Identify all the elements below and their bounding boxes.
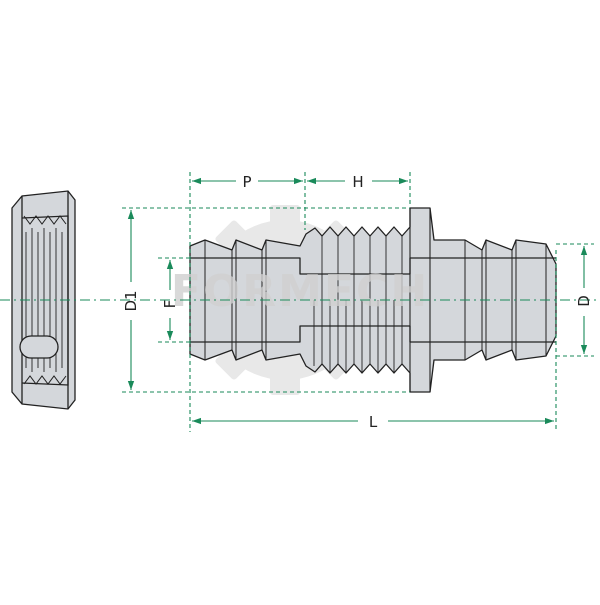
watermark-text: FORMECH bbox=[171, 266, 429, 317]
dimension-l-label: L bbox=[369, 413, 378, 431]
dimension-p-label: P bbox=[242, 173, 251, 191]
dimension-f-label: F bbox=[161, 300, 179, 309]
dimension-lines bbox=[122, 172, 594, 432]
dimension-d1-label: D1 bbox=[122, 290, 140, 311]
dimension-h-label: H bbox=[352, 173, 363, 191]
dimension-d-label: D bbox=[575, 295, 593, 307]
